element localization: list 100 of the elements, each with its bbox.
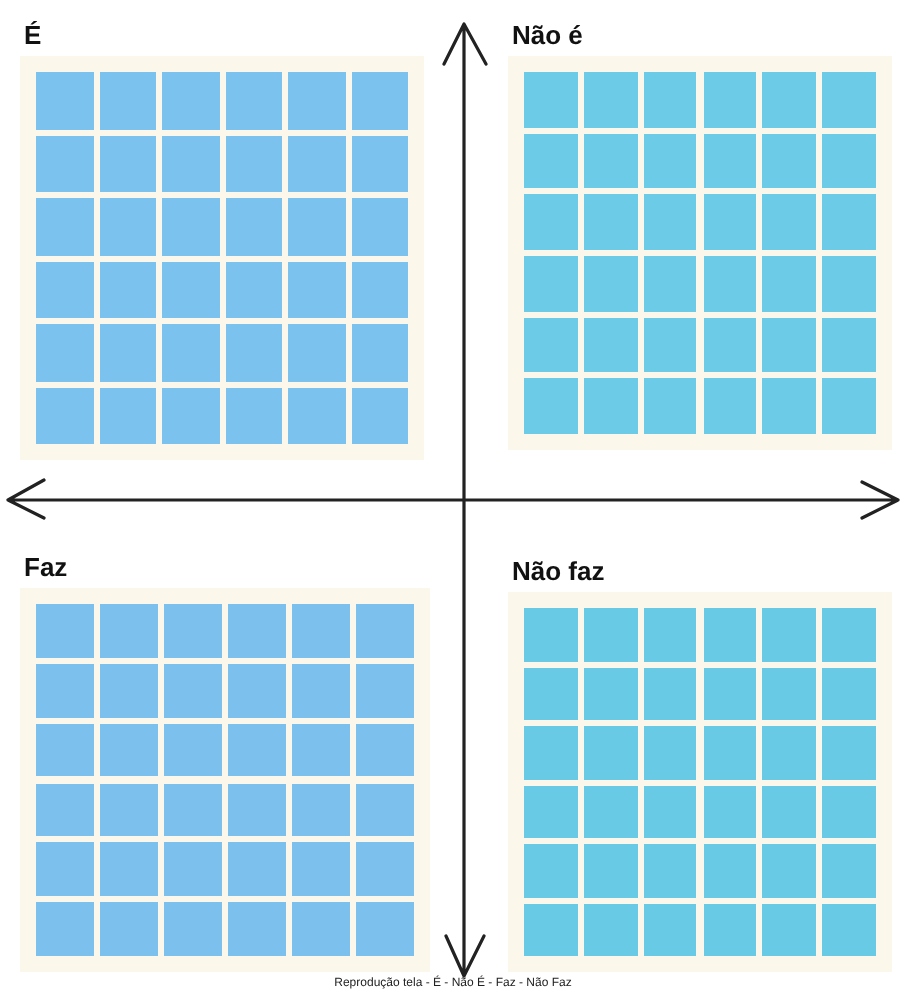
sticky-note	[643, 194, 697, 250]
sticky-note	[100, 604, 158, 658]
sticky-note	[643, 903, 697, 956]
sticky-note	[524, 256, 578, 312]
sticky-note	[36, 783, 94, 837]
sticky-note	[228, 783, 286, 837]
sticky-note	[100, 902, 158, 956]
sticky-note	[356, 604, 414, 658]
sticky-note	[524, 785, 578, 838]
sticky-note	[762, 844, 817, 897]
sticky-note	[643, 378, 697, 434]
sticky-note	[583, 133, 638, 189]
sticky-note	[643, 667, 697, 720]
sticky-note	[583, 317, 638, 373]
sticky-note	[356, 902, 414, 956]
sticky-note	[762, 256, 817, 312]
sticky-note	[822, 256, 876, 312]
sticky-note	[228, 663, 286, 718]
sticky-note	[762, 667, 817, 720]
sticky-note	[822, 317, 876, 373]
sticky-note	[36, 723, 94, 777]
sticky-note	[822, 785, 876, 838]
sticky-note	[288, 324, 345, 381]
sticky-note	[288, 135, 345, 192]
sticky-note	[162, 72, 219, 129]
sticky-note	[762, 72, 817, 128]
sticky-note	[583, 378, 638, 434]
sticky-note	[288, 198, 345, 255]
sticky-note	[762, 133, 817, 189]
sticky-note	[36, 261, 93, 318]
sticky-note	[703, 256, 757, 312]
sticky-note	[36, 387, 93, 444]
sticky-note	[643, 785, 697, 838]
sticky-note	[162, 324, 219, 381]
sticky-note	[822, 378, 876, 434]
sticky-note	[36, 663, 94, 718]
sticky-note	[99, 198, 156, 255]
sticky-note	[762, 903, 817, 956]
sticky-note	[36, 902, 94, 956]
sticky-note	[164, 902, 222, 956]
sticky-note	[292, 663, 350, 718]
sticky-note	[36, 842, 94, 897]
sticky-note	[356, 783, 414, 837]
sticky-note	[228, 842, 286, 897]
sticky-note	[351, 324, 408, 381]
sticky-note	[524, 378, 578, 434]
sticky-note	[703, 72, 757, 128]
sticky-note	[822, 608, 876, 661]
sticky-note	[643, 72, 697, 128]
sticky-note	[99, 387, 156, 444]
sticky-note	[583, 785, 638, 838]
sticky-note	[822, 133, 876, 189]
sticky-note	[36, 72, 93, 129]
sticky-note	[292, 783, 350, 837]
sticky-note	[288, 261, 345, 318]
sticky-note	[524, 194, 578, 250]
sticky-note	[356, 663, 414, 718]
sticky-note	[643, 133, 697, 189]
sticky-note	[524, 133, 578, 189]
sticky-note	[36, 198, 93, 255]
sticky-note	[99, 72, 156, 129]
sticky-note	[762, 785, 817, 838]
sticky-note	[228, 604, 286, 658]
sticky-note	[100, 723, 158, 777]
sticky-note	[822, 72, 876, 128]
sticky-note	[583, 844, 638, 897]
sticky-note	[762, 378, 817, 434]
sticky-note	[762, 608, 817, 661]
sticky-note	[356, 723, 414, 777]
sticky-note	[583, 903, 638, 956]
sticky-note	[288, 72, 345, 129]
sticky-note	[822, 844, 876, 897]
sticky-note	[762, 317, 817, 373]
sticky-note	[822, 194, 876, 250]
sticky-note	[99, 324, 156, 381]
sticky-note	[822, 667, 876, 720]
sticky-note	[703, 726, 757, 779]
sticky-note	[822, 726, 876, 779]
sticky-note	[703, 667, 757, 720]
sticky-note	[36, 604, 94, 658]
sticky-note	[228, 902, 286, 956]
sticky-note	[643, 726, 697, 779]
sticky-note	[524, 844, 578, 897]
sticky-note	[524, 667, 578, 720]
sticky-note	[164, 783, 222, 837]
sticky-note	[225, 72, 282, 129]
sticky-note	[100, 783, 158, 837]
sticky-note	[643, 317, 697, 373]
sticky-note	[162, 261, 219, 318]
sticky-note	[351, 198, 408, 255]
sticky-note	[583, 726, 638, 779]
sticky-note	[583, 72, 638, 128]
sticky-note	[524, 726, 578, 779]
sticky-note	[703, 785, 757, 838]
sticky-note	[524, 72, 578, 128]
sticky-note	[703, 903, 757, 956]
sticky-note	[351, 72, 408, 129]
sticky-note	[162, 198, 219, 255]
sticky-note	[351, 135, 408, 192]
quadrant-title: É	[24, 20, 42, 50]
